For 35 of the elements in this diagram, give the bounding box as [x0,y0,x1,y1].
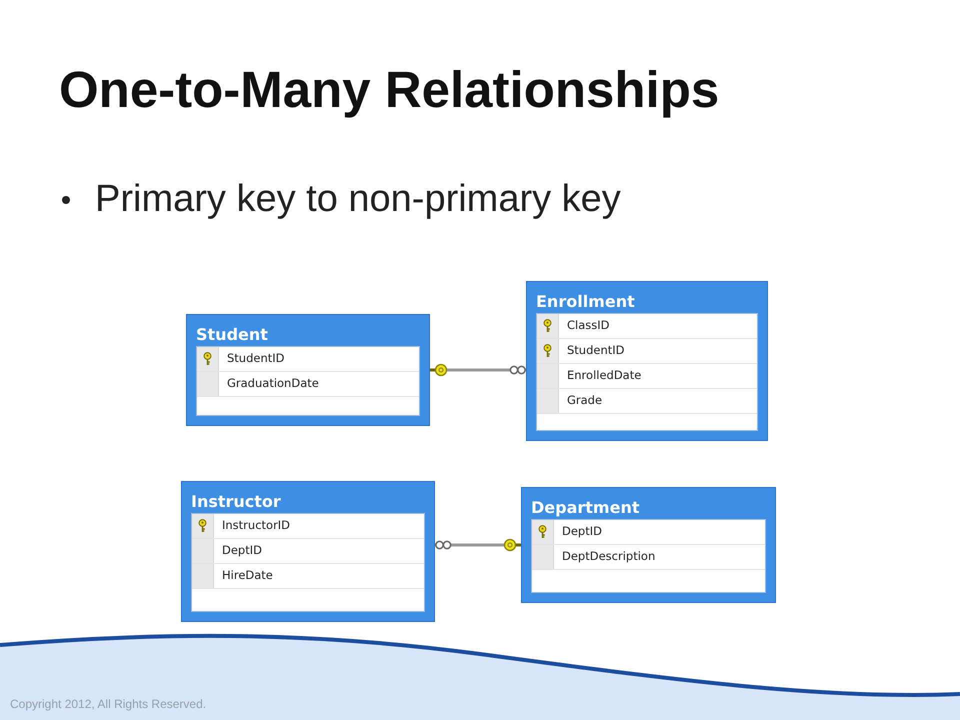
copyright-text: Copyright 2012, All Rights Reserved. [10,696,206,713]
table-row [192,514,424,539]
table-box [181,481,435,622]
relationship-line [428,363,526,377]
bullet-text: Primary key to non-primary key [95,177,621,222]
column-name: GraduationDate [227,375,319,392]
table-row [197,372,419,397]
column-name: Grade [567,392,602,410]
table-box [521,487,776,603]
column-name: HireDate [222,567,273,584]
slide-title: One-to-Many Relationships [59,60,720,120]
column-name: StudentID [227,350,285,368]
table-row [532,545,765,570]
table-row [537,364,757,389]
column-name: StudentID [567,342,625,360]
table-row [537,339,757,364]
table-title: Student [196,327,268,343]
table-row [192,539,424,564]
table-box [526,281,768,441]
column-name: ClassID [567,317,610,334]
relationship-line [435,538,522,552]
table-row [197,347,419,372]
column-name: InstructorID [222,517,290,534]
column-name: DeptID [562,523,602,540]
table-box [186,314,430,426]
column-name: DeptDescription [562,548,656,566]
table-row [537,389,757,414]
column-name: DeptID [222,542,262,560]
table-row [532,520,765,545]
table-title: Enrollment [536,294,635,310]
table-title: Department [531,500,640,516]
table-title: Instructor [191,494,281,510]
table-row [192,564,424,589]
table-row [537,314,757,339]
column-name: EnrolledDate [567,367,642,384]
